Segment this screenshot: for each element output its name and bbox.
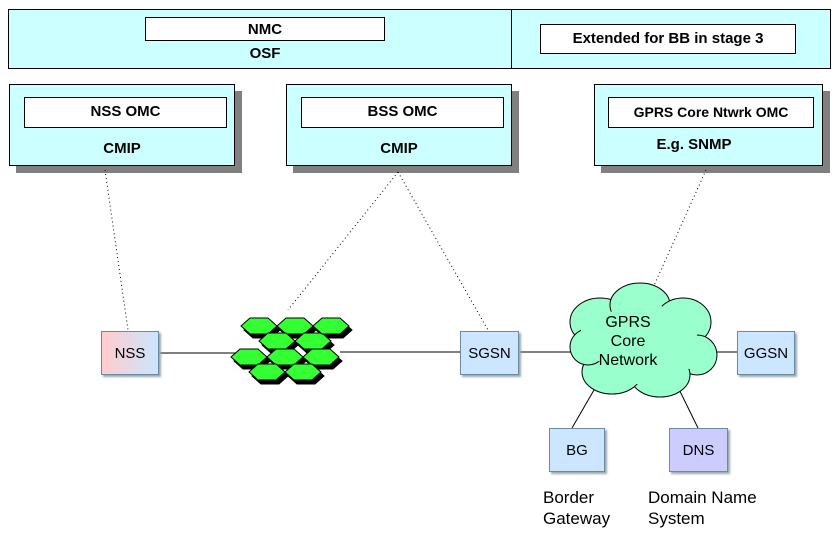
radio-network-hexagons bbox=[230, 317, 353, 385]
bss-omc-protocol: CMIP bbox=[380, 140, 418, 157]
bg-caption-line1: Border bbox=[543, 488, 595, 507]
cloud-line1: GPRS bbox=[605, 314, 651, 331]
gprs-omc-protocol: E.g. SNMP bbox=[656, 136, 732, 153]
gprs-omc-title: GPRS Core Ntwrk OMC bbox=[608, 97, 814, 128]
bss-omc-title: BSS OMC bbox=[301, 97, 504, 128]
nss-omc-title: NSS OMC bbox=[24, 97, 227, 128]
ggsn-node: GGSN bbox=[737, 331, 795, 375]
nmc-title: NMC bbox=[145, 17, 385, 41]
extended-label: Extended for BB in stage 3 bbox=[540, 24, 796, 54]
bg-caption: Border Gateway bbox=[543, 487, 610, 529]
nmc-divider bbox=[511, 9, 512, 69]
dns-node: DNS bbox=[669, 428, 728, 472]
bss-omc-link-ran bbox=[287, 171, 399, 311]
nss-omc-protocol: CMIP bbox=[103, 140, 141, 157]
cloud-bg-link bbox=[571, 389, 595, 429]
gprs-omc-link bbox=[651, 169, 707, 291]
bss-omc-link-sgsn bbox=[397, 171, 489, 331]
dns-caption-line1: Domain Name bbox=[648, 488, 757, 507]
cloud-line2: Core bbox=[610, 333, 646, 350]
dns-caption-line2: System bbox=[648, 509, 705, 528]
bg-caption-line2: Gateway bbox=[543, 509, 611, 528]
sgsn-node: SGSN bbox=[460, 331, 519, 375]
dns-caption: Domain Name System bbox=[648, 487, 757, 529]
nss-omc-link bbox=[104, 169, 129, 331]
bg-node: BG bbox=[549, 428, 605, 472]
cloud-label: GPRS Core Network bbox=[588, 313, 668, 370]
cloud-line3: Network bbox=[598, 352, 658, 369]
osf-label: OSF bbox=[249, 45, 281, 62]
nss-node: NSS bbox=[101, 331, 159, 375]
